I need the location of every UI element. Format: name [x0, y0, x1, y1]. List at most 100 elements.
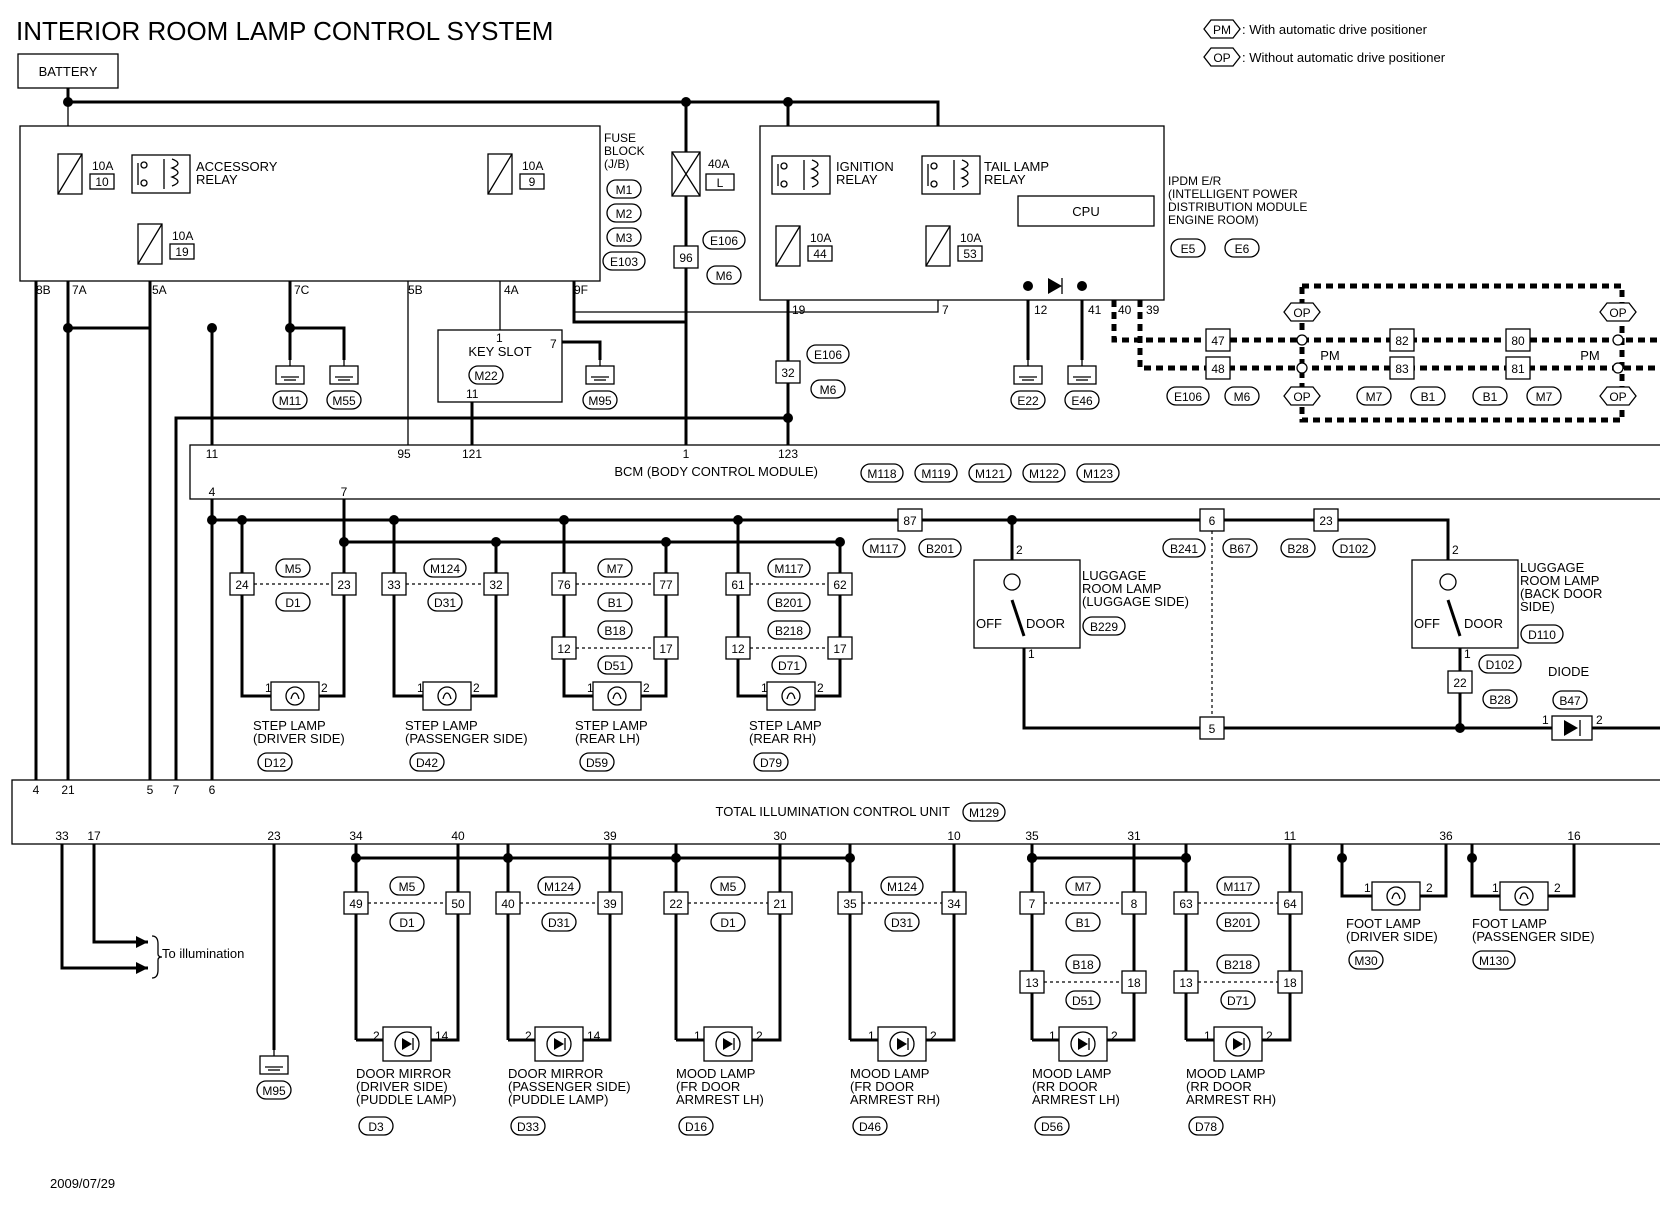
ticu-pin-top: 5: [147, 783, 154, 797]
bottom-lamp-pin: 35: [843, 897, 857, 911]
connector-tag-outline: [1216, 954, 1260, 974]
connector-tag-outline: [860, 463, 904, 483]
foot-lamp-label: FOOT LAMP: [1346, 916, 1421, 931]
bottom-lamp-pin: 18: [1127, 976, 1141, 990]
connector-tag-outline: [918, 538, 962, 558]
step-lamp-label: STEP LAMP: [253, 718, 326, 733]
wire: [60, 844, 148, 970]
lamp-pin: 1: [1364, 881, 1371, 895]
step-lamp-tag: B1: [608, 596, 623, 610]
ipdm-title: DISTRIBUTION MODULE: [1168, 200, 1307, 214]
accessory-relay-label: ACCESSORY: [196, 159, 278, 174]
ground-connector: M95: [262, 1084, 286, 1098]
luggage-lamp-label: ROOM LAMP: [1520, 573, 1599, 588]
step-lamp-label: (PASSENGER SIDE): [405, 731, 528, 746]
bcm-pin-top: 121: [462, 447, 482, 461]
lamp-pin: 2: [1554, 881, 1561, 895]
connector-tag-outline: [1065, 954, 1101, 974]
bottom-lamp-tag: D71: [1227, 994, 1249, 1008]
joint-box: [1199, 716, 1225, 740]
connector-tag-outline: [597, 620, 633, 640]
ground-outline: [329, 365, 359, 385]
junction-dot: [1023, 281, 1033, 291]
connector-tag-outline: [771, 655, 807, 675]
joint-box: [827, 572, 853, 596]
fusible-link-x: [671, 151, 701, 197]
ticu-pin-bottom: 33: [55, 829, 69, 843]
luggage-connector-22: 22: [1453, 676, 1467, 690]
foot-lamp-label: (PASSENGER SIDE): [1472, 929, 1595, 944]
bottom-lamp-tag: B18: [1072, 958, 1094, 972]
joint-box: [653, 636, 679, 660]
step-lamp-pin: 61: [731, 578, 745, 592]
key-slot-label: KEY SLOT: [468, 344, 531, 359]
diode-symbol: [1564, 720, 1578, 736]
legend-text: : Without automatic drive positioner: [1242, 50, 1446, 65]
connector-tag-outline: [1348, 950, 1384, 970]
bottom-lamp-tag: D31: [891, 916, 913, 930]
fuse-rating: 10A: [960, 231, 981, 245]
step-lamp-tag: B218: [775, 624, 803, 638]
junction-dot: [733, 515, 743, 525]
junction-dot: [63, 323, 73, 333]
luggage-tag: D102: [1486, 658, 1515, 672]
key-slot-outline: [437, 329, 563, 403]
relay-contact: [930, 180, 938, 188]
junction-dot: [491, 537, 501, 547]
junction-dot: [237, 515, 247, 525]
junction-dot: [339, 537, 349, 547]
wire: [583, 844, 612, 1042]
luggage-joint: 6: [1209, 514, 1216, 528]
step-lamp-label: (REAR RH): [749, 731, 816, 746]
luggage-lamp-connector: B229: [1090, 620, 1118, 634]
wire: [574, 300, 939, 313]
connector-tag-outline: [678, 1116, 714, 1136]
adp-joint-pin: 48: [1211, 362, 1225, 376]
ticu-pin-bottom: 10: [947, 829, 961, 843]
luggage-switch-off: OFF: [976, 616, 1002, 631]
fusible-link-num: L: [717, 176, 724, 190]
bottom-lamp-tag: B218: [1224, 958, 1252, 972]
bottom-lamp-label: (PUDDLE LAMP): [356, 1092, 456, 1107]
step-lamp-tag: B18: [604, 624, 626, 638]
lamp-pin: 2: [756, 1029, 763, 1043]
joint-box: [775, 360, 801, 384]
adp-joint-pin: 80: [1511, 334, 1525, 348]
connector-tag-outline: [389, 876, 425, 896]
fuse-block-title: BLOCK: [604, 144, 645, 158]
option-switch-point: [1296, 362, 1308, 374]
bottom-lamp-tag: M7: [1075, 880, 1092, 894]
junction-dot: [63, 97, 73, 107]
wire: [926, 844, 956, 1042]
luggage-lamp-label: LUGGAGE: [1520, 560, 1585, 575]
bottom-lamp-label: (FR DOOR: [850, 1079, 914, 1094]
junction-dot: [1181, 853, 1191, 863]
lamp-pin: 2: [1111, 1029, 1118, 1043]
junction-dot: [671, 853, 681, 863]
ticu-pin-bottom: 30: [773, 829, 787, 843]
step-lamp-tag: M5: [285, 562, 302, 576]
bottom-lamp-connector: D56: [1041, 1120, 1063, 1134]
cpu-box: [1017, 195, 1155, 227]
luggage-joint: 23: [1319, 514, 1333, 528]
ipdm-junction-tag: E106: [814, 348, 842, 362]
lamp-pin: 1: [868, 1029, 875, 1043]
step-lamp-connector: D59: [586, 756, 608, 770]
connector-tag-outline: [1222, 538, 1258, 558]
fusible-link-connector: 96: [679, 251, 693, 265]
lamp-filament: [290, 692, 300, 700]
ground-connector: E22: [1017, 394, 1039, 408]
option-marker: [1283, 302, 1321, 322]
luggage-tag: D102: [1340, 542, 1369, 556]
wire: [313, 542, 346, 698]
ticu-pin-bottom: 16: [1567, 829, 1581, 843]
luggage-lamp-connector: D110: [1528, 628, 1556, 642]
ground-connector: E46: [1071, 394, 1093, 408]
bottom-lamp-connector: D33: [517, 1120, 539, 1134]
step-lamp-tag: M124: [430, 562, 460, 576]
bottom-lamp-label: MOOD LAMP: [676, 1066, 755, 1081]
adp-joint-pin: 83: [1395, 362, 1409, 376]
bottom-lamp-label: (DRIVER SIDE): [356, 1079, 448, 1094]
ticu-connector: M129: [969, 806, 999, 820]
connector-tag-outline: [1482, 689, 1518, 709]
